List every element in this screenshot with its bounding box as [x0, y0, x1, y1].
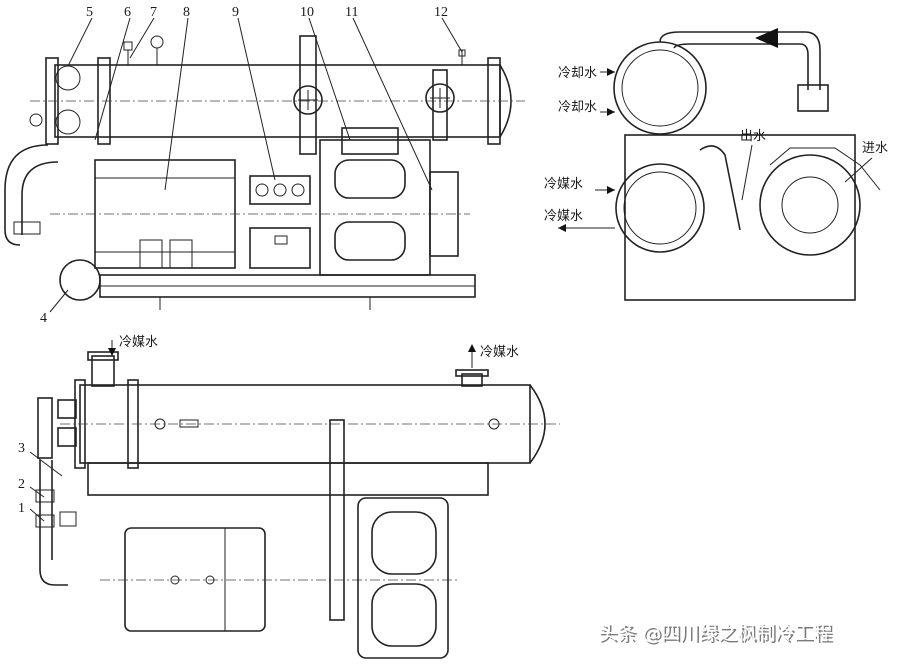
label-cooling-water-in: 冷却水	[558, 66, 597, 81]
compressor	[319, 127, 459, 276]
front-view: 5 6 7 8 9 10 11 12 4	[4, 5, 525, 326]
callout-1: 1	[18, 501, 25, 516]
flow-arrow	[755, 28, 778, 48]
callout-8: 8	[183, 5, 190, 20]
plan-compressor	[329, 419, 449, 659]
callout-7: 7	[150, 5, 157, 20]
side-valve	[797, 84, 829, 112]
evaporator-section	[615, 163, 705, 253]
callout-3: 3	[18, 441, 25, 456]
plan-lower-shell	[87, 462, 489, 496]
switch-panel	[249, 175, 311, 269]
callout-12: 12	[434, 5, 448, 20]
label-cooling-water-out: 冷却水	[558, 100, 597, 115]
side-view	[558, 28, 881, 301]
watermark-shadow: 头条 @四川绿之枫制冷工程	[600, 624, 834, 646]
label-water-in: 进水	[862, 141, 888, 156]
base-frame	[99, 274, 476, 310]
callout-10: 10	[300, 5, 314, 20]
label-chilled-water-out: 冷媒水	[544, 209, 583, 224]
callout-2: 2	[18, 477, 25, 492]
receiver	[59, 259, 101, 301]
plan-left-piping	[35, 397, 77, 586]
callout-4: 4	[40, 311, 47, 326]
label-water-out: 出水	[740, 129, 766, 144]
side-frame	[624, 134, 856, 301]
label-chilled-water-down: 冷媒水	[119, 335, 158, 350]
plan-motor	[100, 527, 460, 632]
riser-pipes	[293, 35, 455, 155]
callout-11: 11	[345, 5, 358, 20]
side-compressor	[759, 154, 861, 256]
callout-5: 5	[86, 5, 93, 20]
plan-shell	[60, 351, 560, 469]
watermark: 头条 @四川绿之枫制冷工程	[598, 622, 832, 644]
condenser-section	[613, 41, 707, 135]
condenser	[30, 57, 525, 145]
callout-6: 6	[124, 5, 131, 20]
leader-lines	[49, 17, 463, 313]
label-chilled-water-up: 冷媒水	[480, 345, 519, 360]
valve-top-left	[123, 35, 466, 65]
callout-9: 9	[232, 5, 239, 20]
left-piping	[4, 113, 59, 246]
motor	[50, 159, 470, 269]
label-chilled-water-in: 冷媒水	[544, 177, 583, 192]
plan-view	[29, 340, 560, 659]
